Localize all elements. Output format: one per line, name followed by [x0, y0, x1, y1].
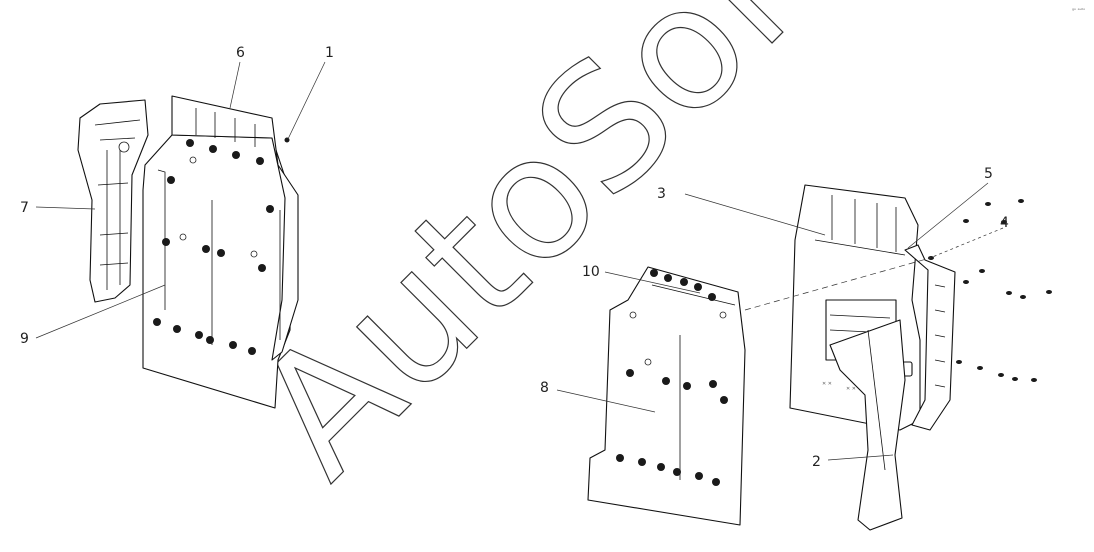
- part-8-center-panel: [587, 266, 746, 526]
- part-9-left-panel: [142, 134, 293, 409]
- callout-1: 1: [325, 45, 334, 61]
- part-2-curved-trim: [829, 319, 906, 531]
- callout-3: 3: [657, 186, 666, 202]
- callout-2: 2: [812, 454, 821, 470]
- corner-mark: ᵍᵒ ᵃᵘᵗᵒ: [1072, 8, 1085, 14]
- panel-8-studs: [616, 269, 728, 486]
- part-1-screw: [284, 137, 290, 143]
- svg-text:✕ ✕: ✕ ✕: [822, 381, 832, 387]
- callout-10: 10: [582, 264, 600, 280]
- callout-7: 7: [20, 200, 29, 216]
- callout-9: 9: [20, 331, 29, 347]
- callout-8: 8: [540, 380, 549, 396]
- part-6-back-plate: [171, 95, 299, 361]
- callout-4: 4: [1000, 215, 1009, 231]
- callout-5: 5: [984, 166, 993, 182]
- callout-labels: 1 6 7 9 8 10 3 5 4 2: [20, 45, 1009, 470]
- fastener-cluster: [928, 199, 1052, 382]
- svg-text:✕ ✕: ✕ ✕: [846, 386, 856, 392]
- leader-lines: [35, 61, 1004, 461]
- part-7-trim-bracket: [77, 99, 149, 303]
- callout-6: 6: [236, 45, 245, 61]
- panel-9-studs: [153, 139, 274, 355]
